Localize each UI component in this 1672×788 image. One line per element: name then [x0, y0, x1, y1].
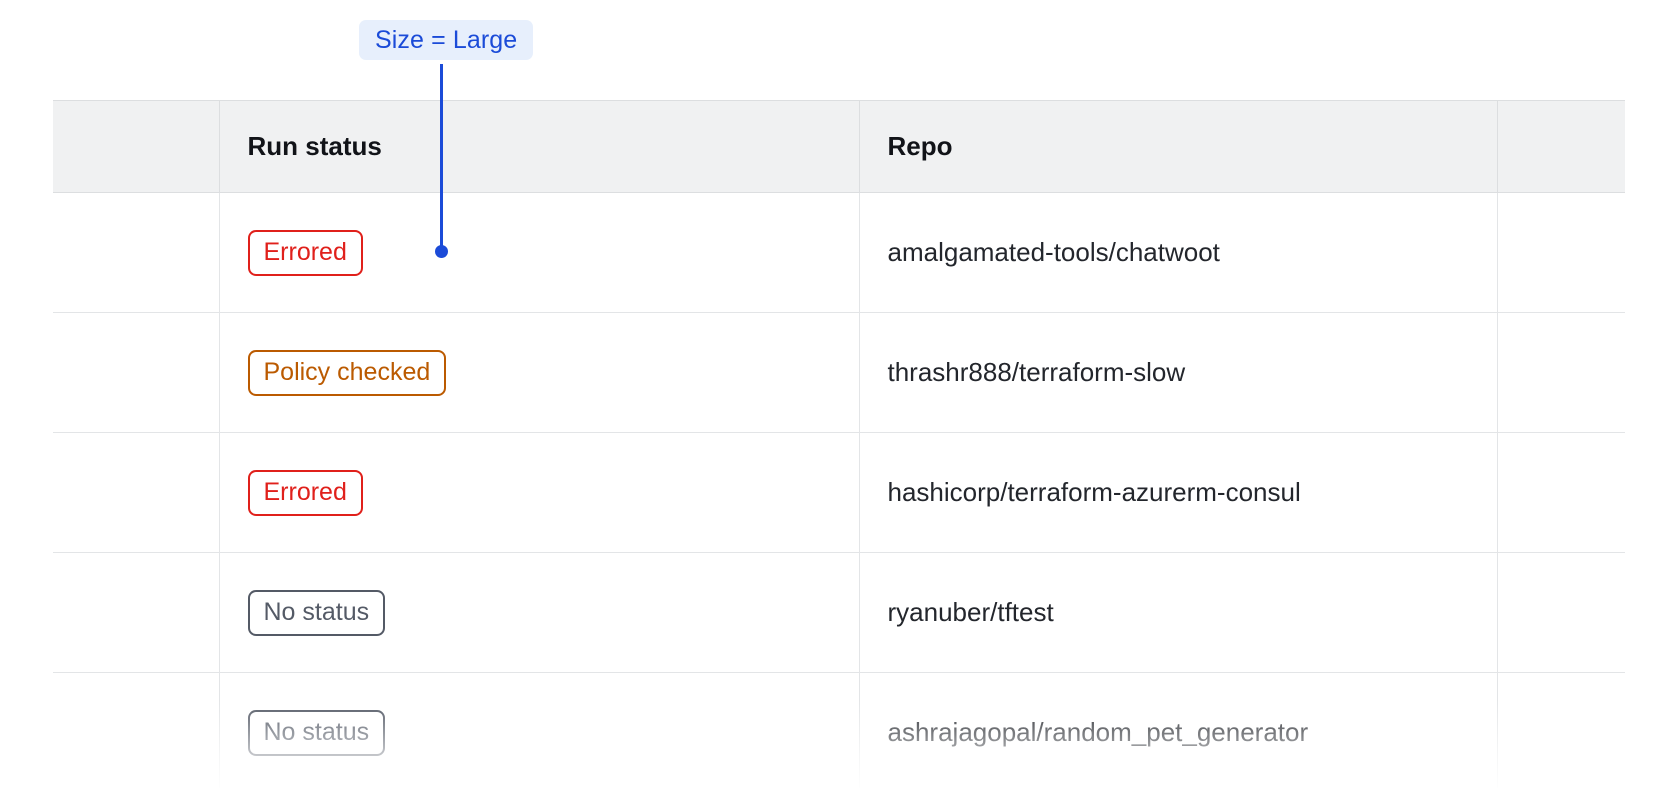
status-badge[interactable]: Errored	[247, 469, 363, 516]
row-spacer-cell	[53, 552, 220, 673]
cell-run-status: Errored	[219, 432, 860, 553]
column-header-tail	[1497, 100, 1625, 193]
cell-run-status: Policy checked	[219, 312, 860, 433]
table-header-row: Run status Repo	[53, 100, 1625, 193]
table-row[interactable]: Policy checked thrashr888/terraform-slow	[53, 312, 1625, 433]
status-badge[interactable]: Errored	[247, 229, 363, 276]
cell-repo[interactable]: thrashr888/terraform-slow	[859, 312, 1498, 433]
cell-run-status: No status	[219, 672, 860, 788]
column-header-run-status[interactable]: Run status	[219, 100, 860, 193]
row-tail-cell	[1497, 552, 1625, 673]
table-row[interactable]: No status ashrajagopal/random_pet_generat…	[53, 672, 1625, 788]
annotation-connector-dot	[435, 245, 448, 258]
status-badge[interactable]: No status	[247, 589, 386, 636]
table-row[interactable]: Errored hashicorp/terraform-azurerm-consu…	[53, 432, 1625, 553]
table-row[interactable]: Errored amalgamated-tools/chatwoot	[53, 192, 1625, 313]
column-header-repo[interactable]: Repo	[859, 100, 1498, 193]
cell-repo[interactable]: ryanuber/tftest	[859, 552, 1498, 673]
row-spacer-cell	[53, 432, 220, 553]
column-header-spacer	[53, 100, 220, 193]
size-annotation-badge: Size = Large	[359, 20, 534, 60]
cell-repo[interactable]: amalgamated-tools/chatwoot	[859, 192, 1498, 313]
runs-table: Run status Repo Errored amalgamated-tools…	[53, 100, 1625, 788]
runs-table-header: Run status Repo	[53, 100, 1625, 193]
row-spacer-cell	[53, 312, 220, 433]
table-row[interactable]: No status ryanuber/tftest	[53, 552, 1625, 673]
cell-repo[interactable]: hashicorp/terraform-azurerm-consul	[859, 432, 1498, 553]
row-spacer-cell	[53, 192, 220, 313]
row-tail-cell	[1497, 672, 1625, 788]
cell-run-status: No status	[219, 552, 860, 673]
status-badge[interactable]: Policy checked	[247, 349, 447, 396]
row-tail-cell	[1497, 312, 1625, 433]
row-tail-cell	[1497, 432, 1625, 553]
row-tail-cell	[1497, 192, 1625, 313]
status-badge[interactable]: No status	[247, 709, 386, 756]
row-spacer-cell	[53, 672, 220, 788]
annotation-connector-line	[440, 64, 443, 252]
cell-repo[interactable]: ashrajagopal/random_pet_generator	[859, 672, 1498, 788]
cell-run-status: Errored	[219, 192, 860, 313]
runs-table-container: Run status Repo Errored amalgamated-tools…	[53, 100, 1625, 788]
